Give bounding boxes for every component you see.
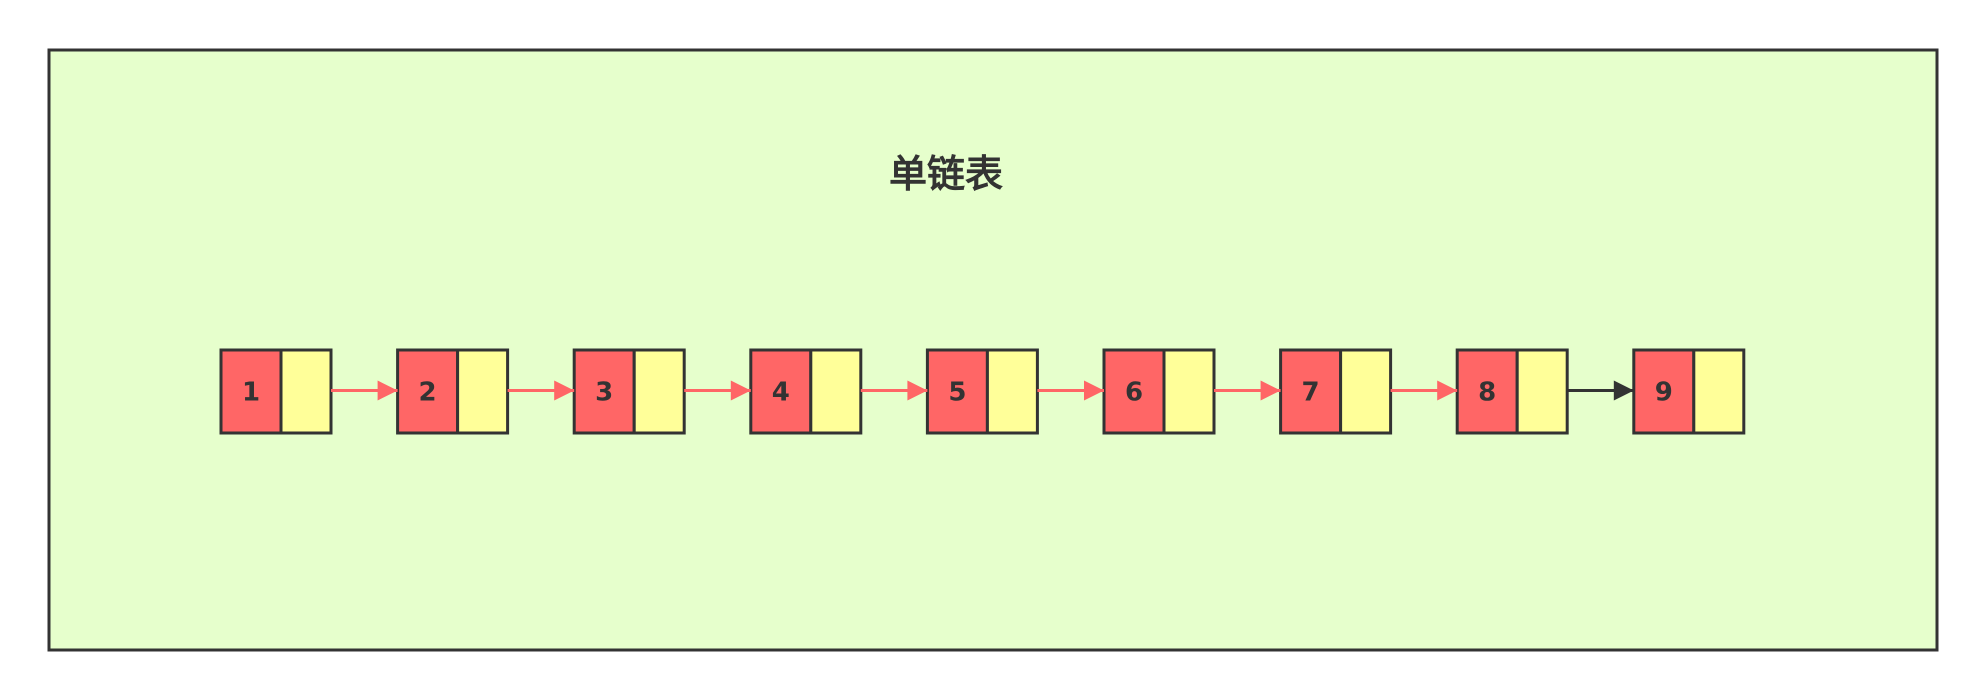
node-next-cell <box>279 348 333 435</box>
node-value: 1 <box>242 378 260 408</box>
node-data-cell <box>219 348 283 435</box>
node-value: 9 <box>1655 378 1673 408</box>
node-value: 8 <box>1478 378 1496 408</box>
node-value: 7 <box>1302 378 1320 408</box>
list-node: 9 <box>1632 348 1746 435</box>
list-node: 6 <box>1102 348 1216 435</box>
node-next-cell <box>456 348 510 435</box>
list-node: 2 <box>396 348 510 435</box>
node-next-cell <box>1515 348 1569 435</box>
node-next-cell <box>1692 348 1746 435</box>
nodes-layer: 1 2 3 4 5 6 7 8 9 <box>219 348 1746 435</box>
node-data-cell <box>396 348 460 435</box>
node-value: 5 <box>948 378 966 408</box>
node-next-cell <box>809 348 863 435</box>
list-node: 8 <box>1455 348 1569 435</box>
list-node: 4 <box>749 348 863 435</box>
node-data-cell <box>749 348 813 435</box>
node-value: 4 <box>772 378 790 408</box>
list-node: 5 <box>925 348 1039 435</box>
node-next-cell <box>1339 348 1393 435</box>
node-next-cell <box>632 348 686 435</box>
node-value: 6 <box>1125 378 1143 408</box>
node-value: 2 <box>419 378 437 408</box>
node-next-cell <box>985 348 1039 435</box>
node-data-cell <box>1102 348 1166 435</box>
node-value: 3 <box>595 378 613 408</box>
diagram-title: 单链表 <box>889 152 1003 196</box>
list-node: 3 <box>572 348 686 435</box>
list-node: 1 <box>219 348 333 435</box>
list-node: 7 <box>1279 348 1393 435</box>
node-next-cell <box>1162 348 1216 435</box>
